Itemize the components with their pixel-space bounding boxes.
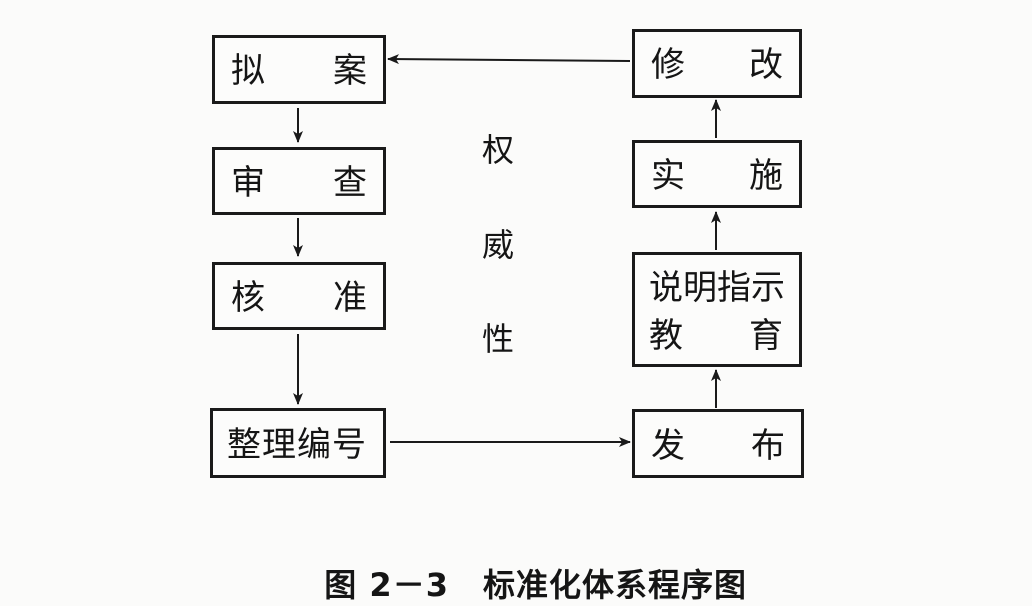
- node-implement: 实 施: [632, 140, 802, 208]
- node-review-char-1: 审: [231, 163, 265, 203]
- node-explain-line-1: 说明指示: [649, 268, 785, 308]
- node-explain-char-2: 育: [749, 316, 783, 356]
- connector-layer: [293, 54, 721, 447]
- node-organize-label: 整理编号: [227, 425, 367, 465]
- figure-caption: 图 2－3 标准化体系程序图: [300, 522, 747, 606]
- node-revise: 修 改: [632, 29, 802, 98]
- node-organize: 整理编号: [210, 408, 386, 478]
- node-publish-char-1: 发: [651, 426, 685, 466]
- authority-char-2: 威: [482, 226, 515, 264]
- node-approve-char-2: 准: [333, 278, 367, 318]
- node-implement-char-2: 施: [749, 156, 783, 196]
- node-review-char-2: 查: [333, 163, 367, 203]
- node-draft-char-2: 案: [333, 51, 367, 91]
- node-draft-char-1: 拟: [231, 51, 265, 91]
- figure-title: 标准化体系程序图: [482, 566, 747, 604]
- node-approve: 核 准: [212, 262, 386, 330]
- node-explain: 说明指示 教 育: [632, 252, 802, 367]
- node-explain-char-1: 教: [649, 316, 683, 356]
- node-revise-char-1: 修: [651, 45, 685, 85]
- arrow-revise-to-draft: [387, 54, 631, 65]
- node-draft: 拟 案: [212, 35, 386, 104]
- node-implement-char-1: 实: [651, 156, 685, 196]
- authority-char-3: 性: [482, 320, 515, 358]
- node-publish: 发 布: [632, 409, 804, 478]
- node-approve-char-1: 核: [231, 278, 265, 318]
- node-review: 审 查: [212, 147, 386, 215]
- authority-char-1: 权: [482, 131, 515, 169]
- node-publish-char-2: 布: [751, 426, 785, 466]
- figure-number: 图 2－3: [324, 566, 449, 604]
- node-revise-char-2: 改: [749, 45, 783, 85]
